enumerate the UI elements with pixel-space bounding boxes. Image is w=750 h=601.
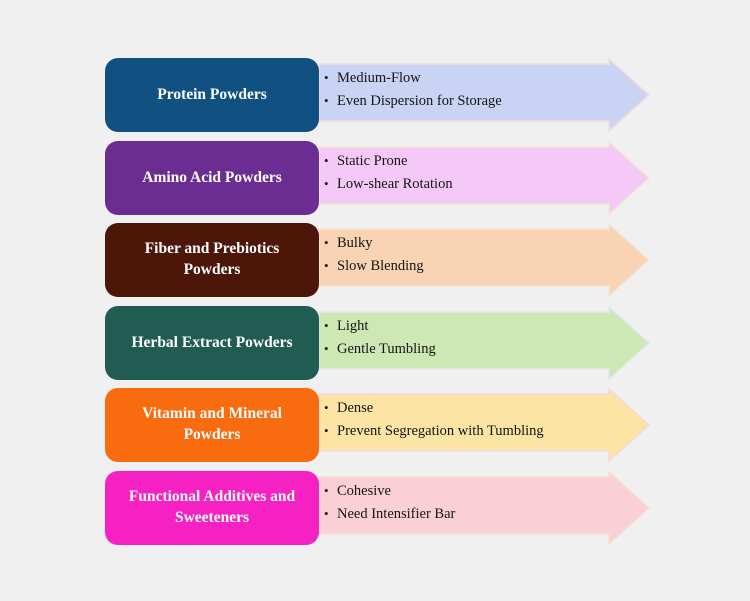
diagram-row: Amino Acid Powders • Static Prone • Low-she… [0,141,750,216]
category-label: Functional Additives and Sweeteners [128,488,296,526]
bullet-text: Gentle Tumbling [337,340,436,357]
arrow-polygon [318,388,650,463]
bullet-item: • Static Prone [324,150,453,173]
diagram-row: Vitamin and Mineral Powders • Dense • Preve… [0,388,750,463]
bullet-item: • Light [324,315,436,338]
bullet-list: • Medium-Flow • Even Dispersion for Storage [324,67,502,112]
category-label: Fiber and Prebiotics Powders [144,240,280,278]
category-label: Vitamin and Mineral Powders [142,405,282,443]
category-label: Herbal Extract Powders [131,333,293,351]
bullet-text: Medium-Flow [337,70,421,86]
arrow-shape [318,223,650,298]
bullet-icon: • [324,340,329,356]
bullet-text: Need Intensifier Bar [337,505,456,522]
bullet-item: • Need Intensifier Bar [324,503,455,526]
bullet-icon: • [324,318,329,333]
category-box: Protein Powders [105,58,319,132]
bullet-icon: • [324,505,329,521]
bullet-list: • Light • Gentle Tumbling [324,315,436,360]
arrow-shape [318,471,650,546]
bullet-text: Light [337,318,369,334]
diagram-row: Functional Additives and Sweeteners • Coh… [0,471,750,546]
category-label: Protein Powders [157,85,267,103]
arrow-shape [318,306,650,381]
arrow-shape [318,58,650,133]
bullet-list: • Dense • Prevent Segregation with Tumbling [324,397,544,442]
bullet-list: • Cohesive • Need Intensifier Bar [324,480,455,525]
category-label: Amino Acid Powders [142,168,282,186]
bullet-text: Static Prone [337,153,408,169]
arrow-polygon [318,223,650,298]
category-box: Herbal Extract Powders [105,306,319,380]
bullet-item: • Medium-Flow [324,67,502,90]
diagram-row: Herbal Extract Powders • Light • Gentle Tum… [0,306,750,381]
bullet-text: Even Dispersion for Storage [337,92,502,109]
bullet-icon: • [324,153,329,168]
bullet-icon: • [324,92,329,108]
bullet-text: Cohesive [337,483,391,499]
diagram-row: Fiber and Prebiotics Powders • Bulky • Slow… [0,223,750,298]
bullet-item: • Prevent Segregation with Tumbling [324,420,544,443]
bullet-text: Prevent Segregation with Tumbling [337,422,544,439]
bullet-text: Bulky [337,235,373,251]
bullet-item: • Gentle Tumbling [324,338,436,361]
bullet-text: Slow Blending [337,257,424,274]
bullet-item: • Cohesive [324,480,455,503]
category-box: Vitamin and Mineral Powders [105,388,319,462]
category-box: Amino Acid Powders [105,141,319,215]
bullet-text: Dense [337,400,374,416]
category-box: Functional Additives and Sweeteners [105,471,319,545]
bullet-item: • Low-shear Rotation [324,173,453,196]
bullet-icon: • [324,175,329,191]
arrow-polygon [318,58,650,133]
arrow-polygon [318,471,650,546]
bullet-icon: • [324,235,329,250]
category-box: Fiber and Prebiotics Powders [105,223,319,297]
bullet-item: • Even Dispersion for Storage [324,90,502,113]
bullet-list: • Bulky • Slow Blending [324,232,424,277]
bullet-text: Low-shear Rotation [337,175,453,192]
diagram-row: Protein Powders • Medium-Flow • Even Disper… [0,58,750,133]
bullet-item: • Slow Blending [324,255,424,278]
bullet-icon: • [324,257,329,273]
bullet-item: • Dense [324,397,544,420]
arrow-shape [318,141,650,216]
bullet-icon: • [324,70,329,85]
arrow-shape [318,388,650,463]
bullet-icon: • [324,400,329,415]
bullet-icon: • [324,422,329,438]
bullet-item: • Bulky [324,232,424,255]
arrow-polygon [318,141,650,216]
arrow-polygon [318,306,650,381]
bullet-icon: • [324,483,329,498]
bullet-list: • Static Prone • Low-shear Rotation [324,150,453,195]
